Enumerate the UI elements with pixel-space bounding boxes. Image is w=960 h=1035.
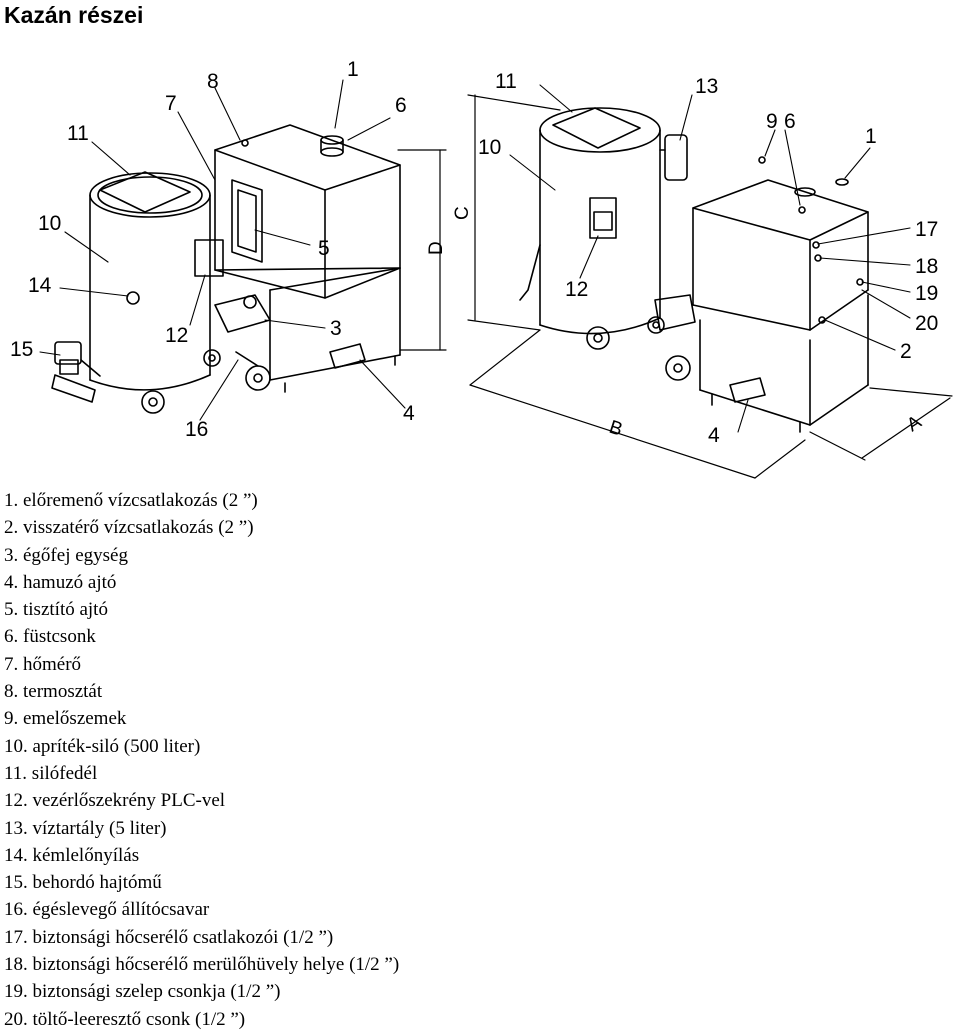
right-silo: [519, 107, 661, 335]
callout-10: 10: [38, 212, 61, 235]
parts-list-item: 15. behordó hajtómű: [4, 872, 162, 894]
page-title: Kazán részei: [4, 2, 144, 28]
dimension-d-label: D: [426, 241, 447, 255]
leader-lines: [39, 79, 911, 433]
callout-16: 16: [185, 418, 208, 441]
callout-20: 20: [915, 312, 938, 335]
callout-19: 19: [915, 282, 938, 305]
parts-list-item: 4. hamuzó ajtó: [4, 571, 117, 593]
right-boiler-body: [692, 156, 869, 433]
right-wheels: [586, 294, 696, 381]
parts-list-item: 11. silófedél: [4, 762, 98, 784]
parts-list-item: 18. biztonsági hőcserélő merülőhüvely he…: [4, 954, 400, 976]
callout-4: 4: [403, 402, 415, 425]
parts-list-item: 20. töltő-leeresztő csonk (1/2 ”): [4, 1008, 246, 1030]
callout-7: 7: [165, 92, 177, 115]
callout-2: 2: [900, 340, 912, 363]
callout-17: 17: [915, 218, 938, 241]
callout-9: 9: [766, 110, 778, 133]
parts-list-item: 9. emelőszemek: [4, 708, 127, 730]
parts-list-item: 14. kémlelőnyílás: [4, 844, 140, 866]
dimension-a-label: A: [903, 412, 925, 437]
left-boiler-body: [194, 124, 401, 393]
left-wheels: [141, 349, 271, 414]
right-water-tank: [659, 134, 688, 181]
callout-14: 14: [28, 274, 52, 297]
parts-list: 1. előremenő vízcsatlakozás (2 ”) 2. vis…: [4, 487, 399, 1033]
parts-list-item: 6. füstcsonk: [4, 626, 96, 648]
callout-6: 6: [395, 94, 407, 117]
parts-list-item: 10. apríték-siló (500 liter): [4, 735, 201, 757]
callout-10-right: 10: [478, 136, 501, 159]
left-feed-motor: [51, 341, 101, 403]
callout-4-right: 4: [708, 424, 720, 447]
callout-12-right: 12: [565, 278, 588, 301]
callout-12: 12: [165, 324, 188, 347]
callout-1: 1: [347, 58, 359, 81]
left-silo: [89, 171, 211, 391]
callout-11-right: 11: [495, 70, 517, 93]
parts-list-item: 13. víztartály (5 liter): [4, 817, 167, 839]
callout-3: 3: [330, 317, 342, 340]
parts-list-item: 12. vezérlőszekrény PLC-vel: [4, 790, 226, 812]
dimension-c-label: C: [452, 206, 473, 220]
callout-13: 13: [695, 75, 718, 98]
parts-list-item: 5. tisztító ajtó: [4, 599, 108, 621]
dimension-lines: [397, 94, 953, 479]
callout-8: 8: [207, 70, 219, 93]
parts-list-item: 7. hőmérő: [4, 653, 82, 675]
callout-15: 15: [10, 338, 33, 361]
parts-list-item: 19. biztonsági szelep csonkja (1/2 ”): [4, 981, 281, 1003]
parts-list-item: 1. előremenő vízcsatlakozás (2 ”): [4, 490, 258, 511]
callout-6-right: 6: [784, 110, 796, 133]
callout-11: 11: [67, 122, 89, 145]
parts-list-item: 17. biztonsági hőcserélő csatlakozói (1/…: [4, 926, 334, 948]
parts-list-item: 2. visszatérő vízcsatlakozás (2 ”): [4, 517, 254, 539]
parts-list-item: 3. égőfej egység: [4, 544, 128, 566]
parts-list-item: 16. égéslevegő állítócsavar: [4, 899, 210, 921]
boiler-drawing: 1 8 7 6 11 10 5 14 12 3 15 4 16 11 13 10…: [10, 58, 953, 479]
parts-list-item: 8. termosztát: [4, 681, 103, 703]
callout-5: 5: [318, 237, 330, 260]
callout-1-right: 1: [865, 125, 877, 148]
dimension-labels: D C B A: [426, 206, 926, 440]
callout-18: 18: [915, 255, 938, 278]
dimension-b-label: B: [606, 417, 625, 441]
callout-labels: 1 8 7 6 11 10 5 14 12 3 15 4 16 11 13 10…: [10, 58, 938, 447]
